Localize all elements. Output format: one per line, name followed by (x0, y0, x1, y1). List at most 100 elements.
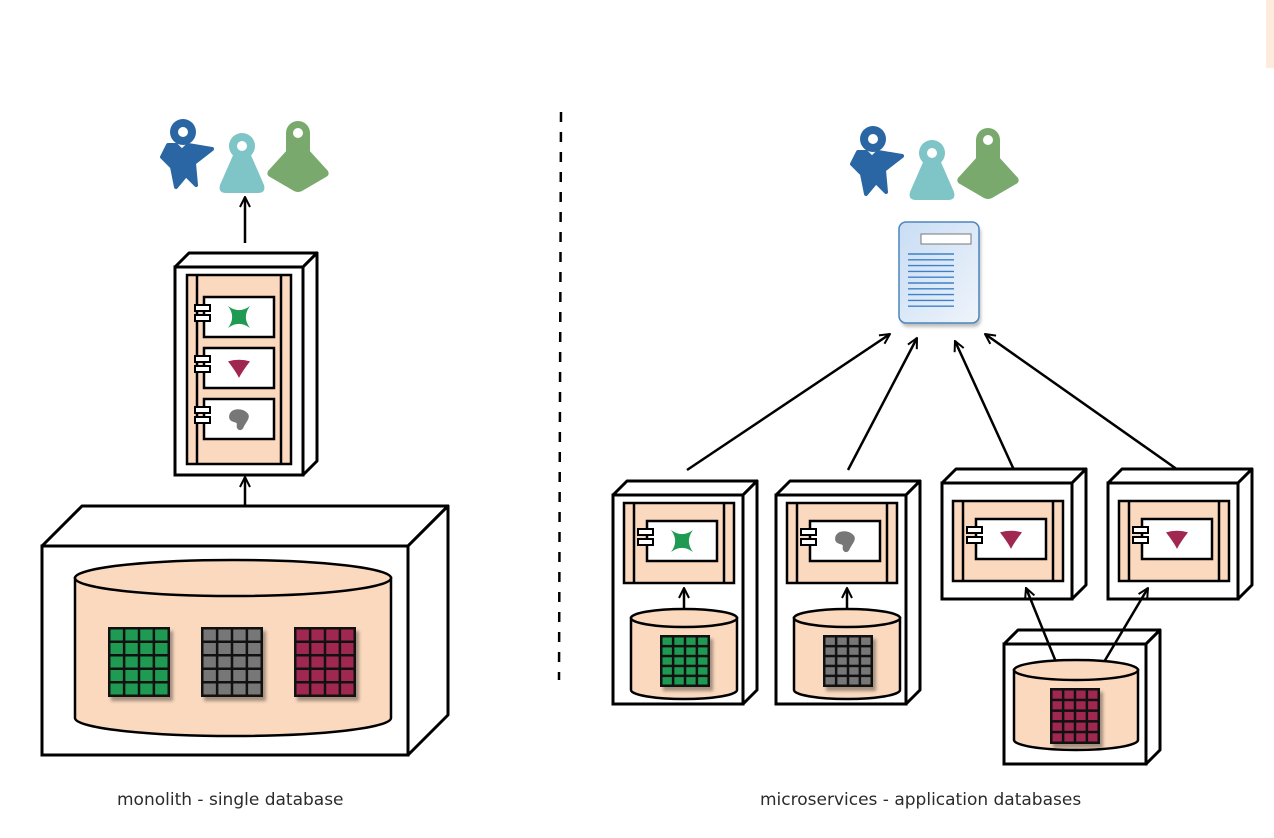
dashed-separator (557, 111, 563, 681)
table-cell (248, 670, 261, 681)
table-cell (140, 643, 153, 654)
table-cell (1064, 711, 1074, 721)
table-cell (1076, 711, 1086, 721)
table-cell (341, 683, 354, 695)
table-cell (326, 629, 339, 641)
table-cell (1052, 722, 1062, 731)
corner-strip (1266, 0, 1274, 68)
table-cell (233, 670, 246, 681)
monolith-table-gray (201, 627, 266, 701)
component-tab (194, 365, 211, 373)
table-cell (233, 683, 246, 695)
crimson-triangle-icon (228, 359, 250, 378)
box-top-face (611, 479, 759, 497)
user-green-body (267, 149, 329, 192)
table-cell (248, 629, 261, 641)
component-tab (194, 355, 211, 363)
component-tab (194, 304, 211, 312)
table-cell (125, 656, 138, 668)
table-cell (1076, 733, 1086, 742)
table-cell (110, 629, 123, 641)
table-cell (110, 683, 123, 695)
service-1-table (660, 635, 713, 691)
table-cell (698, 647, 708, 655)
user-green-icon (957, 128, 1019, 199)
monolith-table-green (108, 627, 173, 701)
table-cell (686, 677, 696, 685)
table-cell (233, 629, 246, 641)
left-users (160, 119, 329, 193)
table-cell (1064, 690, 1074, 699)
cylinder-top (1012, 658, 1140, 682)
table-cell (110, 656, 123, 668)
component-tab (800, 528, 817, 536)
table-cell (674, 677, 684, 685)
table-cell (125, 683, 138, 695)
table-cell (296, 670, 309, 681)
table-cell (233, 656, 246, 668)
table-cell (248, 643, 261, 654)
table-cell (1076, 690, 1086, 699)
component-tab (194, 406, 211, 414)
service1-to-gateway-arrow (686, 334, 890, 472)
user-blue-head-hole (178, 127, 188, 137)
right-users (850, 126, 1019, 200)
document-page (898, 221, 980, 324)
monolith-caption: monolith - single database (117, 790, 344, 810)
user-teal-head-hole (927, 148, 937, 158)
table-cell (1088, 701, 1098, 710)
component-tab (194, 416, 211, 424)
box-top-face (1002, 628, 1162, 646)
table-cell (1088, 722, 1098, 731)
user-teal-icon (909, 140, 955, 200)
table-cell (1088, 711, 1098, 721)
service-2-table (823, 635, 876, 691)
table-cell (825, 667, 835, 675)
monolith-component-crimson-triangle (194, 346, 276, 390)
service-2-component (800, 519, 882, 563)
table-cell (155, 656, 168, 668)
component-tab (637, 528, 654, 536)
table-cell (662, 647, 672, 655)
table-cell (849, 657, 859, 665)
table-cell (825, 647, 835, 655)
monolith-table-crimson (294, 627, 359, 701)
green-x-icon (671, 530, 693, 552)
user-blue-head-hole (868, 134, 878, 144)
table-cell (837, 667, 847, 675)
user-teal-body (909, 160, 955, 200)
table-cell (662, 637, 672, 645)
user-green-icon (267, 121, 329, 192)
user-blue-body (160, 143, 214, 189)
box-side-face (904, 479, 922, 706)
gateway-document-icon (898, 221, 981, 327)
table-cell (686, 667, 696, 675)
table-cell (155, 683, 168, 695)
box-side-face (741, 479, 759, 706)
crimson-triangle-icon (1166, 530, 1188, 549)
table-cell (248, 683, 261, 695)
component-tab (966, 536, 983, 544)
table-cell (296, 683, 309, 695)
table-cell (674, 657, 684, 665)
service-3-component (966, 517, 1048, 561)
component-tab (637, 538, 654, 546)
table-cell (1052, 733, 1062, 742)
user-green-head-hole (293, 128, 303, 138)
table-cell (140, 670, 153, 681)
table-cell (140, 656, 153, 668)
monolith-component-green-x (194, 295, 276, 339)
table-cell (1088, 733, 1098, 742)
table-cell (662, 667, 672, 675)
table-cell (311, 643, 324, 654)
table-cell (861, 677, 871, 685)
table-cell (698, 657, 708, 665)
component-tab (1132, 526, 1149, 534)
table-cell (296, 656, 309, 668)
table-cell (1064, 733, 1074, 742)
gray-blob-icon (229, 409, 249, 431)
table-cell (837, 647, 847, 655)
table-cell (861, 637, 871, 645)
microservices-caption: microservices - application databases (760, 790, 1082, 810)
table-cell (861, 657, 871, 665)
